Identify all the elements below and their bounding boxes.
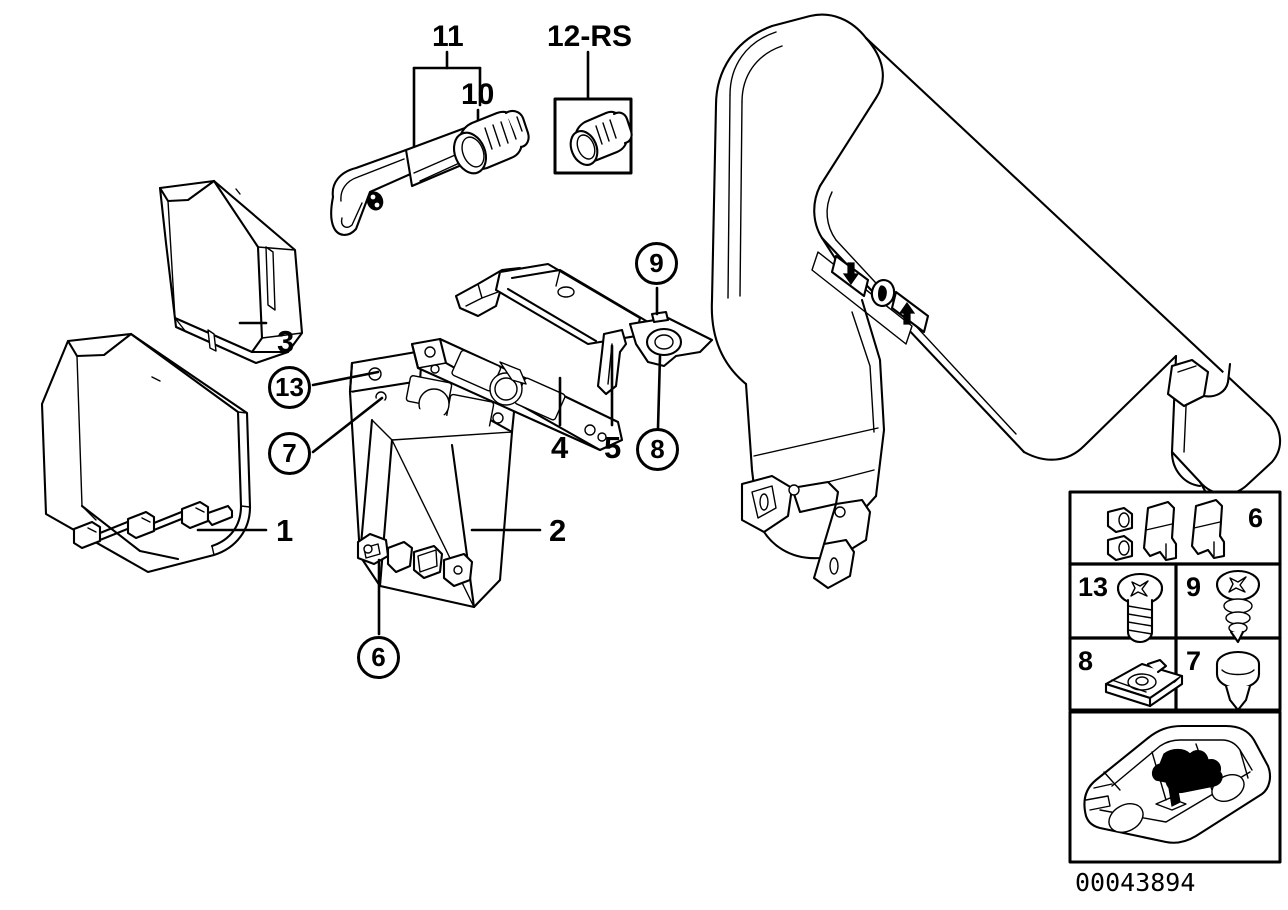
- diagram-number: 00043894: [1075, 868, 1196, 897]
- part-12rs-lock-cylinder-boxed: [553, 97, 633, 175]
- part-label-4: 4: [551, 430, 569, 465]
- part-label-2: 2: [549, 513, 567, 548]
- legend-label-6: 6: [1248, 503, 1264, 533]
- part-label-10: 10: [461, 78, 495, 111]
- legend-item-9-art: [1215, 569, 1261, 644]
- leader-group-callouts: [196, 286, 662, 636]
- console-switch-panel: [830, 254, 930, 334]
- part-label-3: 3: [277, 324, 295, 359]
- callout-13: 13: [268, 366, 311, 409]
- part-label-12-rs: 12-RS: [547, 20, 633, 53]
- legend-label-9: 9: [1186, 572, 1202, 602]
- vehicle-location-box: [1068, 710, 1282, 864]
- part-3-armrest-pad-upper: [158, 179, 304, 365]
- legend-item-13-art: [1116, 572, 1164, 644]
- callout-6: 6: [357, 636, 400, 679]
- legend-item-8-art: [1104, 658, 1184, 708]
- center-console-assembly: [710, 13, 1282, 590]
- part-label-11: 11: [432, 20, 464, 53]
- part-11-key: [330, 126, 476, 236]
- part-10-lock-cylinder: [452, 109, 530, 175]
- part-2-console-storage-box: [348, 349, 517, 609]
- callout-7: 7: [268, 432, 311, 475]
- part-label-1: 1: [276, 513, 294, 548]
- legend-item-7-art: [1215, 650, 1261, 712]
- part-4-latch-striker-plate: [410, 337, 624, 452]
- callout-8: 8: [636, 428, 679, 471]
- legend-label-13: 13: [1078, 572, 1109, 602]
- legend-label-7: 7: [1186, 646, 1202, 676]
- legend-item-6-art: [1106, 498, 1226, 562]
- part-label-5: 5: [604, 430, 622, 465]
- callout-9: 9: [635, 242, 678, 285]
- part-1-armrest-lid-lower: [40, 332, 252, 574]
- legend-label-8: 8: [1078, 646, 1094, 676]
- part-5-slide-rail-bracket: [454, 262, 714, 396]
- hardware-legend-box: [1068, 490, 1282, 712]
